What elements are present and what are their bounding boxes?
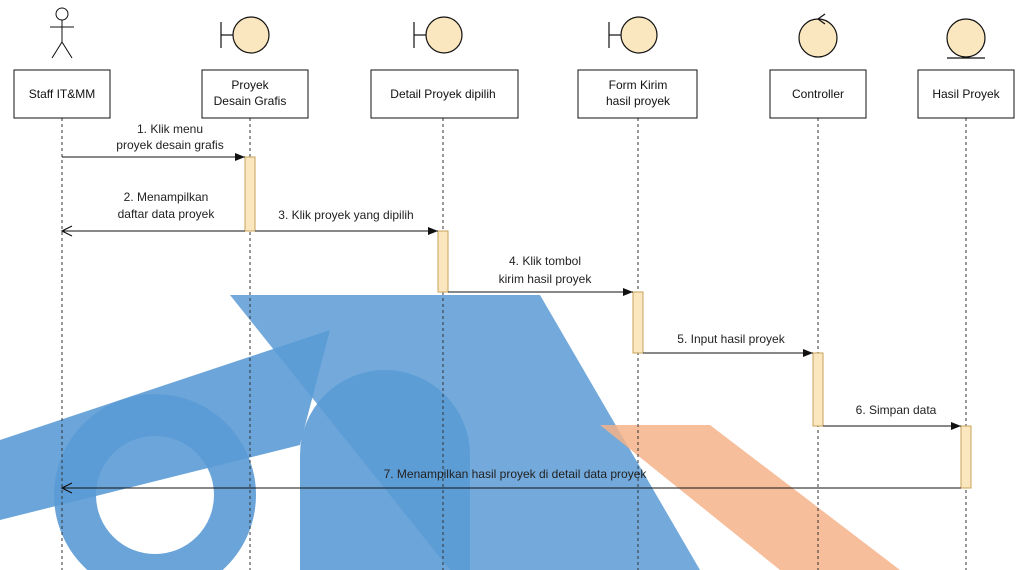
participant-label: Form Kirim: [609, 78, 668, 92]
participant-label: Staff IT&MM: [29, 87, 95, 101]
boundary-icon: [414, 17, 462, 53]
arrowhead-icon: [428, 227, 438, 235]
message-label: 7. Menampilkan hasil proyek di detail da…: [384, 467, 648, 481]
activation-bar-controller: [813, 353, 823, 426]
entity-icon: [947, 19, 985, 58]
participant-label: Desain Grafis: [214, 94, 287, 108]
participant-controller: Controller: [770, 14, 866, 118]
message-2: 2. Menampilkan daftar data proyek: [62, 190, 245, 236]
message-1: 1. Klik menu proyek desain grafis: [62, 122, 245, 161]
message-label: daftar data proyek: [118, 207, 216, 221]
arrowhead-icon: [235, 153, 245, 161]
activation-bar-hasil: [961, 426, 971, 488]
message-label: 5. Input hasil proyek: [677, 332, 785, 346]
message-label: kirim hasil proyek: [499, 272, 593, 286]
participant-label: Hasil Proyek: [932, 87, 1000, 101]
message-label: 3. Klik proyek yang dipilih: [278, 208, 413, 222]
boundary-icon: [609, 17, 657, 53]
participant-form: Form Kirim hasil proyek: [578, 17, 697, 118]
message-label: 4. Klik tombol: [509, 254, 581, 268]
activation-bar-detail: [438, 231, 448, 292]
participant-label: hasil proyek: [606, 94, 671, 108]
message-3: 3. Klik proyek yang dipilih: [255, 208, 438, 235]
participant-hasil: Hasil Proyek: [918, 19, 1014, 118]
message-label: 6. Simpan data: [856, 403, 937, 417]
message-label: 1. Klik menu: [137, 122, 203, 136]
activation-bar-form: [633, 292, 643, 353]
arrowhead-icon: [803, 349, 813, 357]
participant-staff: Staff IT&MM: [14, 8, 110, 118]
message-6: 6. Simpan data: [823, 403, 961, 430]
message-5: 5. Input hasil proyek: [643, 332, 813, 357]
participant-label: Detail Proyek dipilih: [390, 87, 495, 101]
activation-bar-proyek: [245, 157, 255, 231]
control-icon: [799, 14, 837, 57]
participant-detail: Detail Proyek dipilih: [371, 17, 518, 118]
arrowhead-icon: [623, 288, 633, 296]
actor-icon: [50, 8, 74, 58]
arrowhead-icon: [951, 422, 961, 430]
message-label: proyek desain grafis: [116, 138, 223, 152]
message-label: 2. Menampilkan: [124, 190, 209, 204]
boundary-icon: [221, 17, 269, 53]
participant-label: Controller: [792, 87, 844, 101]
participant-label: Proyek: [231, 78, 269, 92]
message-4: 4. Klik tombol kirim hasil proyek: [448, 254, 633, 296]
